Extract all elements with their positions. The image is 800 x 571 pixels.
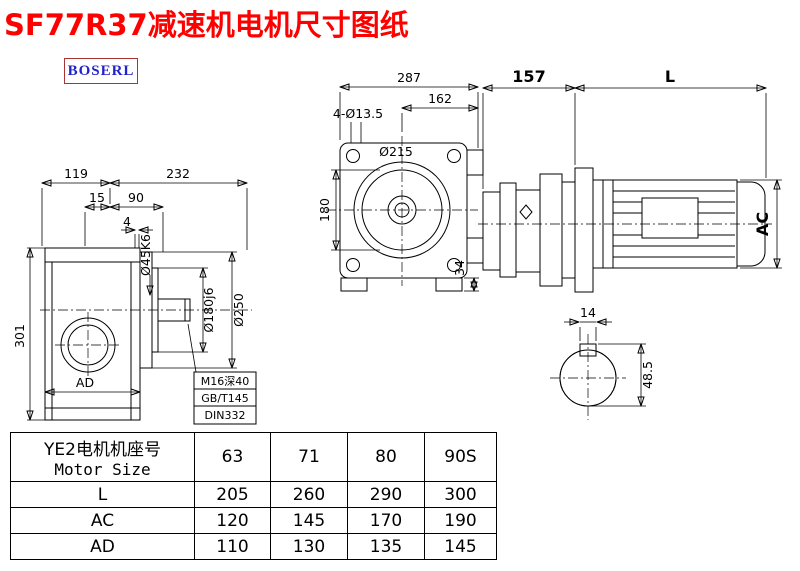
motor-size-table: YE2电机机座号 Motor Size 63 71 80 90S L 205 2…	[10, 432, 497, 560]
row-label-AC: AC	[10, 507, 195, 534]
value-AD-2: 130	[270, 533, 348, 560]
side-view: 119 232 15 90 4 301	[12, 166, 257, 425]
dim-AD: AD	[76, 375, 94, 390]
dim-4: 4	[123, 214, 131, 229]
dim-34: 34	[452, 260, 467, 276]
table-row-AC: AC 120 145 170 190	[10, 507, 497, 534]
frame-size-col-3: 80	[347, 432, 425, 482]
dim-232: 232	[166, 166, 190, 181]
front-view: 287 162 4-Ø13.5 Ø215	[317, 70, 484, 292]
table-row-L: L 205 260 290 300	[10, 481, 497, 508]
dim-flange-dia: Ø250	[231, 293, 246, 327]
motor-flange	[574, 167, 594, 293]
dim-AC: AC	[753, 212, 772, 236]
motor-size-label-en: Motor Size	[54, 460, 151, 479]
note-gbt145: GB/T145	[201, 392, 249, 405]
mount-foot-right	[435, 277, 463, 292]
thread-note-box	[193, 371, 257, 425]
value-AC-1: 120	[194, 507, 271, 534]
dim-157: 157	[512, 67, 545, 86]
dim-48-5: 48.5	[640, 361, 655, 389]
dim-90: 90	[128, 190, 144, 205]
side-tab-top	[466, 149, 484, 176]
table-header-row: YE2电机机座号 Motor Size 63 71 80 90S	[10, 432, 497, 482]
frame-size-col-4: 90S	[424, 432, 497, 482]
mount-foot-left	[340, 277, 368, 292]
note-m16: M16深40	[201, 375, 250, 388]
dim-287: 287	[397, 70, 421, 85]
row-label-AD: AD	[10, 533, 195, 560]
input-coupling	[482, 191, 501, 271]
bolt-hole	[447, 258, 461, 272]
value-AD-4: 145	[424, 533, 497, 560]
row-label-L: L	[10, 481, 195, 508]
value-AD-3: 135	[347, 533, 425, 560]
value-AC-2: 145	[270, 507, 348, 534]
motor-size-label-cn: YE2电机机座号	[44, 440, 161, 460]
shaft-section: 14 48.5	[550, 305, 655, 420]
note-din332: DIN332	[205, 409, 246, 422]
table-header-motor-size: YE2电机机座号 Motor Size	[10, 432, 195, 482]
dim-L: L	[665, 67, 675, 86]
value-AD-1: 110	[194, 533, 271, 560]
table-row-AD: AD 110 130 135 145	[10, 533, 497, 560]
value-L-4: 300	[424, 481, 497, 508]
frame-size-col-1: 63	[194, 432, 271, 482]
dim-14: 14	[580, 305, 596, 320]
dim-180: 180	[317, 198, 332, 222]
value-L-3: 290	[347, 481, 425, 508]
bolt-hole	[346, 258, 360, 272]
diamond-mark	[519, 204, 533, 220]
value-L-1: 205	[194, 481, 271, 508]
bolt-hole	[447, 149, 461, 163]
dim-301: 301	[12, 324, 27, 348]
page-title: SF77R37减速机电机尺寸图纸	[4, 8, 409, 42]
side-tab-bottom	[466, 237, 484, 264]
value-L-2: 260	[270, 481, 348, 508]
motor-view: 157 L AC	[478, 67, 782, 293]
dim-spigot-dia: Ø180j6	[201, 287, 216, 332]
dim-shaft-dia: Ø45K6	[138, 234, 153, 276]
dim-162: 162	[428, 91, 452, 106]
value-AC-3: 170	[347, 507, 425, 534]
bolt-hole	[346, 149, 360, 163]
technical-drawing: 119 232 15 90 4 301	[12, 67, 782, 425]
dim-15: 15	[89, 190, 105, 205]
dim-bolt-holes: 4-Ø13.5	[333, 106, 383, 121]
value-AC-4: 190	[424, 507, 497, 534]
terminal-box	[641, 197, 699, 239]
frame-size-col-2: 71	[270, 432, 348, 482]
dim-119: 119	[64, 166, 88, 181]
dim-215: Ø215	[379, 144, 413, 159]
brand-logo: BOSERL	[64, 58, 138, 84]
